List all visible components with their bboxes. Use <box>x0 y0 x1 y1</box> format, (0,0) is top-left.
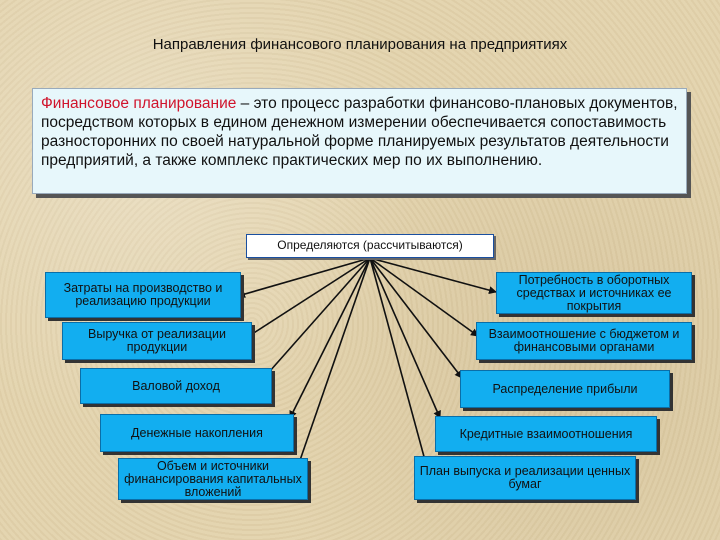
page-title: Направления финансового планирования на … <box>152 36 568 53</box>
arrow-right-4 <box>369 257 441 419</box>
right-item-profit-distribution: Распределение прибыли <box>460 370 670 408</box>
arrow-left-4 <box>289 257 371 419</box>
arrow-left-5 <box>296 257 371 467</box>
definition-box: Финансовое планирование – это процесс ра… <box>32 88 687 194</box>
arrow-right-1 <box>369 257 497 295</box>
arrow-right-5 <box>369 257 429 465</box>
right-item-working-capital: Потребность в оборотных средствах и исто… <box>496 272 692 314</box>
arrow-left-3 <box>261 257 371 381</box>
arrow-right-2 <box>369 257 479 337</box>
right-item-credit-relations: Кредитные взаимоотношения <box>435 416 657 452</box>
arrow-left-2 <box>245 257 371 339</box>
left-item-capital-investments: Объем и источники финансирования капитал… <box>118 458 308 500</box>
arrow-left-1 <box>237 257 371 298</box>
left-item-costs: Затраты на производство и реализацию про… <box>45 272 241 318</box>
left-item-revenue: Выручка от реализации продукции <box>62 322 252 360</box>
arrow-right-3 <box>369 257 463 379</box>
left-item-gross-income: Валовой доход <box>80 368 272 404</box>
right-item-securities-plan: План выпуска и реализации ценных бумаг <box>414 456 636 500</box>
definition-term: Финансовое планирование <box>41 95 237 112</box>
center-node: Определяются (рассчитываются) <box>246 234 494 258</box>
left-item-savings: Денежные накопления <box>100 414 294 452</box>
definition-text: – это процесс разработки финансово-плано… <box>41 95 678 169</box>
right-item-budget-relations: Взаимоотношение с бюджетом и финансовыми… <box>476 322 692 360</box>
